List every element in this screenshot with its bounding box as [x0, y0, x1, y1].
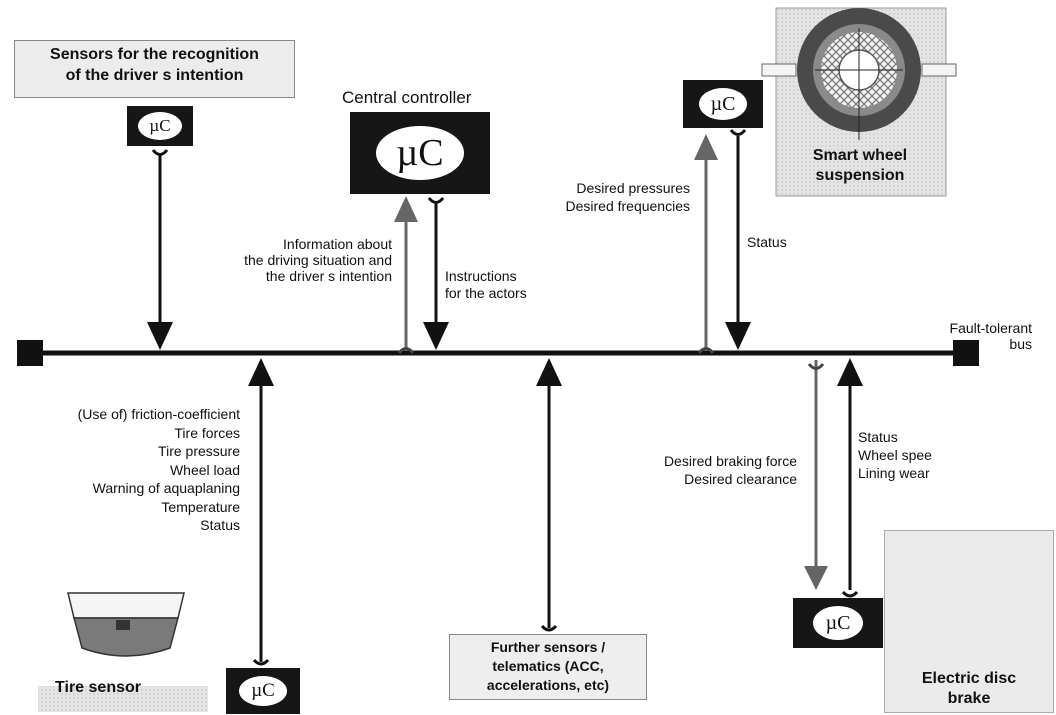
tire-sensor-icon [38, 592, 208, 712]
tap-symbol [540, 624, 558, 632]
tap-symbol [841, 590, 859, 598]
central-instructions-label: Instructions for the actors [445, 268, 527, 301]
driver-sensors-label: Sensors for the recognition of the drive… [50, 46, 259, 84]
disc-brake-box: Electric disc brake [884, 530, 1054, 713]
tire-sensor-microcontroller: µC [226, 668, 300, 714]
fault-tolerant-bus-label: Fault-tolerant bus [949, 320, 1032, 352]
driver-sensors-microcontroller: µC [127, 106, 193, 146]
brake-desired-label: Desired braking force Desired clearance [663, 453, 797, 487]
electric-disc-brake-label: Electric disc brake [921, 670, 1017, 707]
further-sensors-label: Further sensors / telematics (ACC, accel… [486, 639, 610, 693]
bus-terminator-right [953, 340, 979, 366]
uc-label: µC [376, 126, 464, 180]
wheel-suspension-icon [761, 7, 957, 197]
uc-label: µC [699, 88, 747, 120]
arrow-up-to-bus [536, 358, 562, 386]
arrow-up-to-central [394, 196, 418, 222]
tap-symbol [807, 363, 825, 370]
tap-symbol [729, 129, 747, 136]
disc-brake-microcontroller: µC [793, 598, 883, 648]
tap-symbol [397, 347, 415, 354]
tire-sensor-label: Tire sensor [55, 679, 141, 696]
uc-label: µC [138, 112, 182, 140]
tap-symbol [427, 197, 445, 204]
arrow-down-to-bus [423, 322, 449, 350]
arrow-up-to-bus [837, 358, 863, 386]
tire-signal-list: (Use of) friction-coefficient Tire force… [77, 406, 240, 533]
arrow-down-to-bus [147, 322, 173, 350]
tap-symbol [252, 658, 270, 666]
bus-terminator-left [17, 340, 43, 366]
arrow-up-to-wheel [694, 134, 718, 160]
tap-symbol [151, 149, 169, 156]
brake-status-label: Status Wheel spee Lining wear [858, 429, 932, 481]
arrow-down-to-brake [804, 566, 828, 590]
further-sensors-box: Further sensors / telematics (ACC, accel… [449, 634, 647, 700]
uc-label: µC [239, 676, 287, 706]
smart-wheel-suspension-label: Smart wheel suspension [812, 147, 908, 184]
central-info-label: Information about the driving situation … [244, 236, 392, 284]
arrow-up-to-bus [248, 358, 274, 386]
tap-symbol [697, 347, 715, 354]
central-controller-box: µC [350, 112, 490, 194]
arrow-down-to-bus [725, 322, 751, 350]
wheel-status-label: Status [747, 234, 787, 250]
uc-label: µC [813, 606, 863, 640]
wheel-desired-label: Desired pressures Desired frequencies [565, 180, 690, 214]
wheel-suspension-microcontroller: µC [683, 80, 763, 128]
central-controller-title: Central controller [342, 88, 472, 107]
driver-sensors-box: Sensors for the recognition of the drive… [14, 40, 295, 98]
